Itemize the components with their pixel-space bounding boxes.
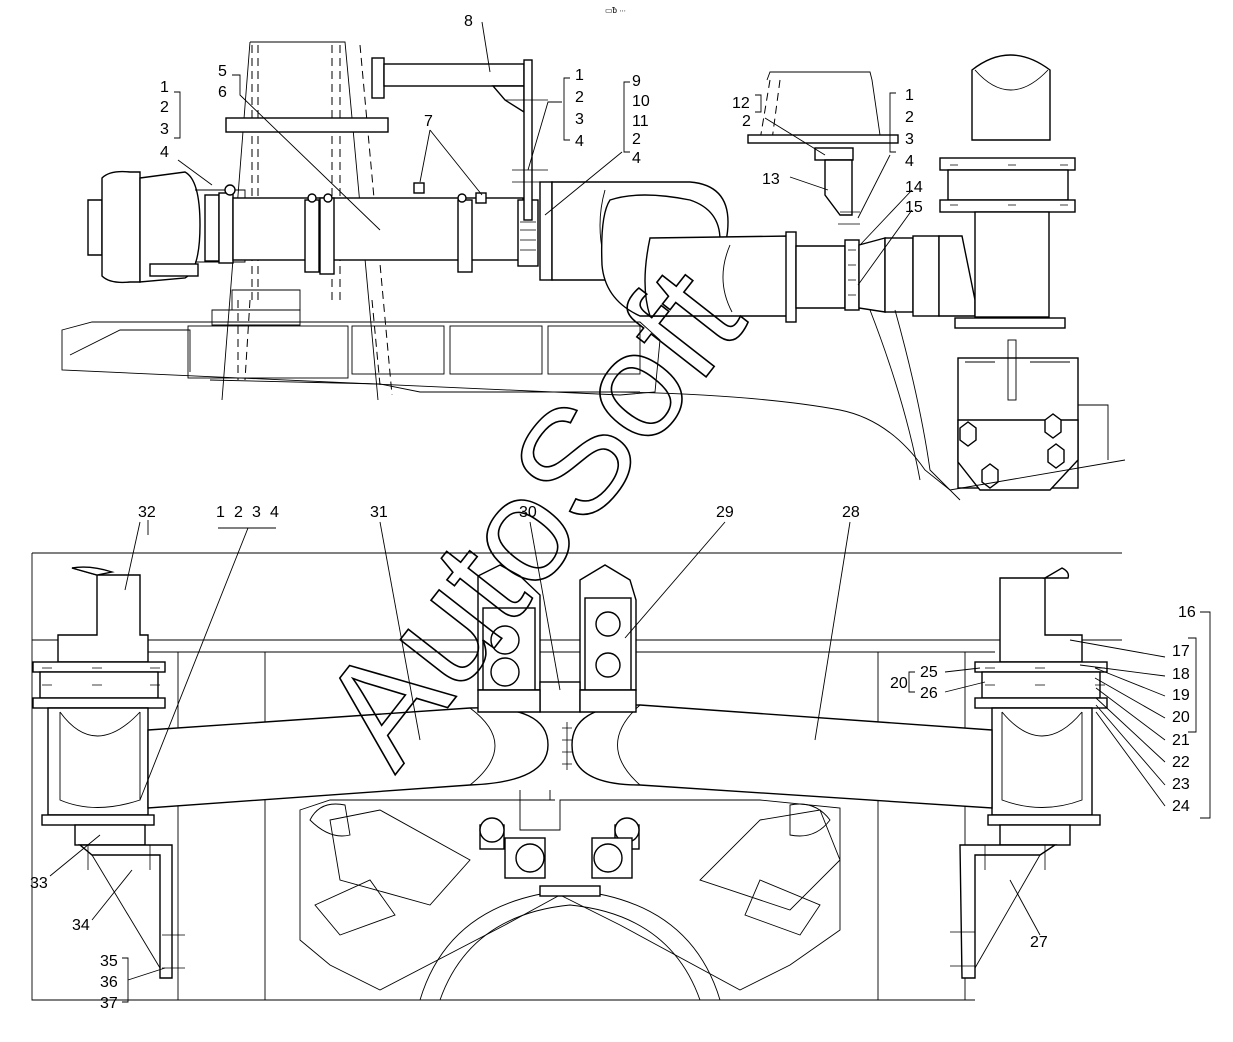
exhaust-pipe-part-6 — [204, 182, 539, 275]
labels-bottom: 32 1 2 3 4 31 30 29 28 16 17 18 19 20 21… — [30, 504, 1196, 1012]
silencer-vertical — [619, 54, 1126, 501]
callout-2-right: 2 — [742, 113, 751, 130]
engine-v-block — [299, 790, 841, 1001]
callout-2-mid: 2 — [575, 89, 584, 106]
frame-outline — [31, 552, 1122, 1001]
callout-2-mid2: 2 — [632, 131, 641, 148]
callout-28: 28 — [842, 504, 860, 521]
callout-25: 25 — [920, 664, 938, 681]
turbocharger — [87, 170, 246, 284]
bottom-view: 32 1 2 3 4 31 30 29 28 16 17 18 19 20 21… — [30, 504, 1211, 1012]
callout-22: 22 — [1172, 754, 1190, 771]
callout-7: 7 — [424, 113, 433, 130]
callout-1-right: 1 — [905, 87, 914, 104]
callout-30: 30 — [519, 504, 537, 521]
callout-4-left: 4 — [160, 144, 169, 161]
callout-32: 32 — [138, 504, 156, 521]
callout-23: 23 — [1172, 776, 1190, 793]
callout-3-mid: 3 — [575, 111, 584, 128]
top-view: 1 2 3 4 5 6 7 8 1 2 3 4 9 10 11 2 4 12 2… — [61, 13, 1126, 501]
callout-19: 19 — [1172, 687, 1190, 704]
callout-26: 26 — [920, 685, 938, 702]
callout-1-left: 1 — [160, 79, 169, 96]
callout-4-mid: 4 — [575, 133, 584, 150]
callout-8: 8 — [464, 13, 473, 30]
callout-1-mid: 1 — [575, 67, 584, 84]
callout-24: 24 — [1172, 798, 1190, 815]
callout-17: 17 — [1172, 643, 1190, 660]
leaders-bottom — [49, 520, 1211, 1003]
callout-3-left: 3 — [160, 121, 169, 138]
callout-2-left: 2 — [160, 99, 169, 116]
callout-27: 27 — [1030, 934, 1048, 951]
header-mark: ▭ᵬ ∙∙∙ — [605, 6, 626, 15]
callout-20-left: 20 — [890, 675, 908, 692]
callout-36: 36 — [100, 974, 118, 991]
callout-10: 10 — [632, 93, 650, 110]
callout-4-bottom: 4 — [270, 504, 279, 521]
callout-16: 16 — [1178, 604, 1196, 621]
silencer-left-part-32 — [32, 566, 185, 979]
callout-2-bottom: 2 — [234, 504, 243, 521]
callout-3-right: 3 — [905, 131, 914, 148]
bracket-part-13 — [747, 71, 899, 225]
callout-37: 37 — [100, 995, 118, 1012]
pipe-part-28 — [571, 704, 993, 809]
exhaust-elbows — [539, 181, 976, 323]
bracket-part-8 — [371, 57, 548, 221]
callout-21: 21 — [1172, 732, 1190, 749]
callout-1-bottom: 1 — [216, 504, 225, 521]
callout-11: 11 — [632, 113, 649, 130]
callout-34: 34 — [72, 917, 90, 934]
callout-3-bottom: 3 — [252, 504, 261, 521]
callout-33: 33 — [30, 875, 48, 892]
callout-18: 18 — [1172, 666, 1190, 683]
callout-35: 35 — [100, 953, 118, 970]
callout-2-right2: 2 — [905, 109, 914, 126]
callout-6: 6 — [218, 84, 227, 101]
leaders-top — [174, 21, 913, 286]
callout-12: 12 — [732, 95, 750, 112]
callout-14: 14 — [905, 179, 923, 196]
callout-15: 15 — [905, 199, 923, 216]
callout-20-right: 20 — [1172, 709, 1190, 726]
engine-block-outline — [61, 41, 661, 401]
callout-4-mid2: 4 — [632, 150, 641, 167]
callout-31: 31 — [370, 504, 388, 521]
callout-13: 13 — [762, 171, 780, 188]
callout-9: 9 — [632, 73, 641, 90]
labels-top: 1 2 3 4 5 6 7 8 1 2 3 4 9 10 11 2 4 12 2… — [160, 13, 923, 216]
callout-5: 5 — [218, 63, 227, 80]
callout-29: 29 — [716, 504, 734, 521]
manifold-parts-29-30 — [477, 564, 637, 770]
callout-4-right: 4 — [905, 153, 914, 170]
